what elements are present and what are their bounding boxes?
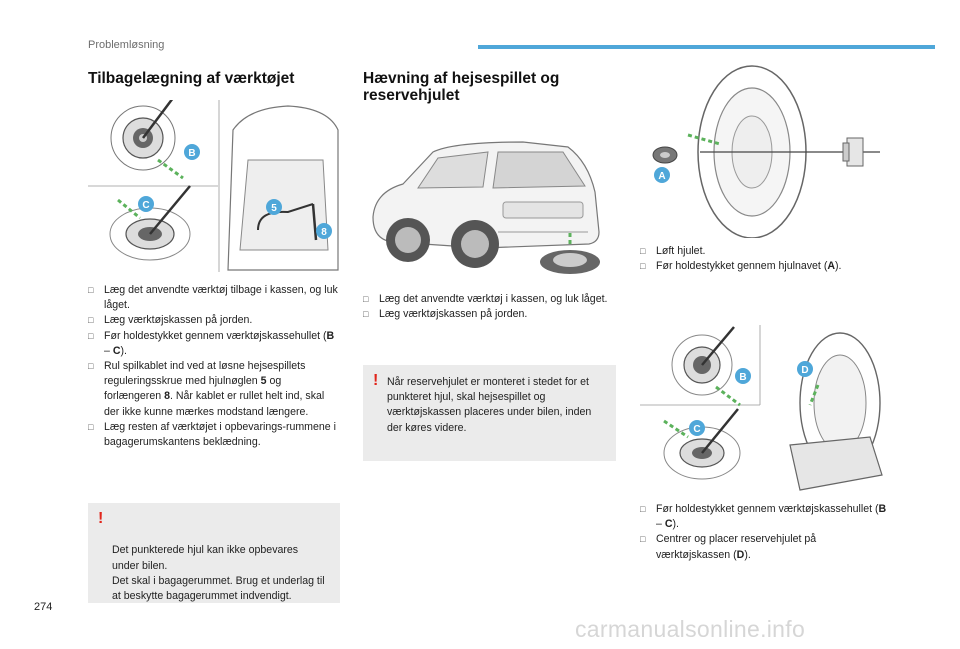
list-item: □Læg det anvendte værktøj tilbage i kass… — [88, 284, 338, 312]
figure-tool-storage: B C 5 8 — [88, 100, 340, 272]
exclamation-warning-icon: ! — [373, 372, 379, 389]
checkbox-bullet-icon: □ — [88, 330, 94, 341]
svg-text:8: 8 — [321, 227, 327, 238]
list-item: □Læg værktøjskassen på jorden. — [363, 307, 613, 322]
middle-heading: Hævning af hejsespillet og reservehjulet — [363, 70, 560, 104]
list-item: □Før holdestykket gennem værktøjskassehu… — [88, 329, 335, 357]
list-item: □Løft hjulet. — [640, 244, 890, 259]
figure-spare-placement: B C D — [640, 325, 886, 495]
svg-text:C: C — [142, 200, 149, 211]
warning-note-left: ! Det punkterede hjul kan ikke opbevares… — [88, 503, 340, 603]
watermark: carmanualsonline.info — [575, 616, 806, 642]
list-item: □Læg det anvendte værktøj i kassen, og l… — [363, 292, 613, 307]
checkbox-bullet-icon: □ — [640, 261, 646, 272]
svg-text:B: B — [188, 148, 195, 159]
page-number: 274 — [34, 601, 53, 613]
checkbox-bullet-icon: □ — [640, 504, 646, 514]
list-item: □Læg resten af værktøjet i opbevarings-r… — [88, 420, 336, 449]
list-item: □Før holdestykket gennem værktøjskassehu… — [640, 503, 887, 531]
checkbox-bullet-icon: □ — [88, 421, 94, 432]
checkbox-bullet-icon: □ — [363, 294, 369, 304]
marker-8: 8 — [316, 223, 332, 239]
right-instructions-bottom: □Før holdestykket gennem værktøjskassehu… — [640, 502, 890, 563]
list-item: □Centrer og placer reservehjulet på værk… — [640, 533, 817, 561]
right-instructions-top: □Løft hjulet. □Før holdestykket gennem h… — [640, 244, 890, 274]
marker-b-top: B — [184, 144, 200, 160]
marker-b-right: B — [735, 368, 751, 384]
section-title: Problemløsning — [88, 39, 165, 51]
svg-text:D: D — [801, 365, 808, 376]
list-item: □Før holdestykket gennem hjulnavet (A). — [640, 259, 890, 274]
marker-c-right: C — [689, 420, 705, 436]
marker-5: 5 — [266, 199, 282, 215]
left-instructions: □Læg det anvendte værktøj tilbage i kass… — [88, 283, 340, 450]
checkbox-bullet-icon: □ — [88, 285, 94, 295]
svg-text:5: 5 — [271, 203, 277, 214]
svg-text:A: A — [658, 171, 665, 182]
marker-c-left: C — [138, 196, 154, 212]
svg-text:C: C — [693, 424, 700, 435]
figure-car-rear — [363, 122, 613, 282]
section-accent-bar — [478, 45, 935, 49]
figure-wheel-lift: A — [640, 60, 890, 238]
list-item: □Læg værktøjskassen på jorden. — [88, 313, 340, 328]
svg-text:B: B — [739, 372, 746, 383]
checkbox-bullet-icon: □ — [88, 361, 94, 372]
winch-top-illustration — [110, 100, 176, 171]
checkbox-bullet-icon: □ — [640, 246, 646, 256]
exclamation-warning-icon: ! — [98, 510, 104, 527]
middle-instructions: □Læg det anvendte værktøj i kassen, og l… — [363, 292, 613, 322]
checkbox-bullet-icon: □ — [640, 534, 646, 545]
marker-d: D — [797, 361, 813, 377]
checkbox-bullet-icon: □ — [88, 315, 94, 326]
left-heading: Tilbagelægning af værktøjet — [88, 70, 295, 87]
winch-bottom-illustration — [109, 185, 191, 261]
checkbox-bullet-icon: □ — [363, 309, 369, 320]
marker-a: A — [654, 167, 670, 183]
list-item: □Rul spilkablet ind ved at løsne hejsesp… — [88, 360, 325, 418]
warning-note-middle: ! Når reservehjulet er monteret i stedet… — [363, 365, 616, 461]
